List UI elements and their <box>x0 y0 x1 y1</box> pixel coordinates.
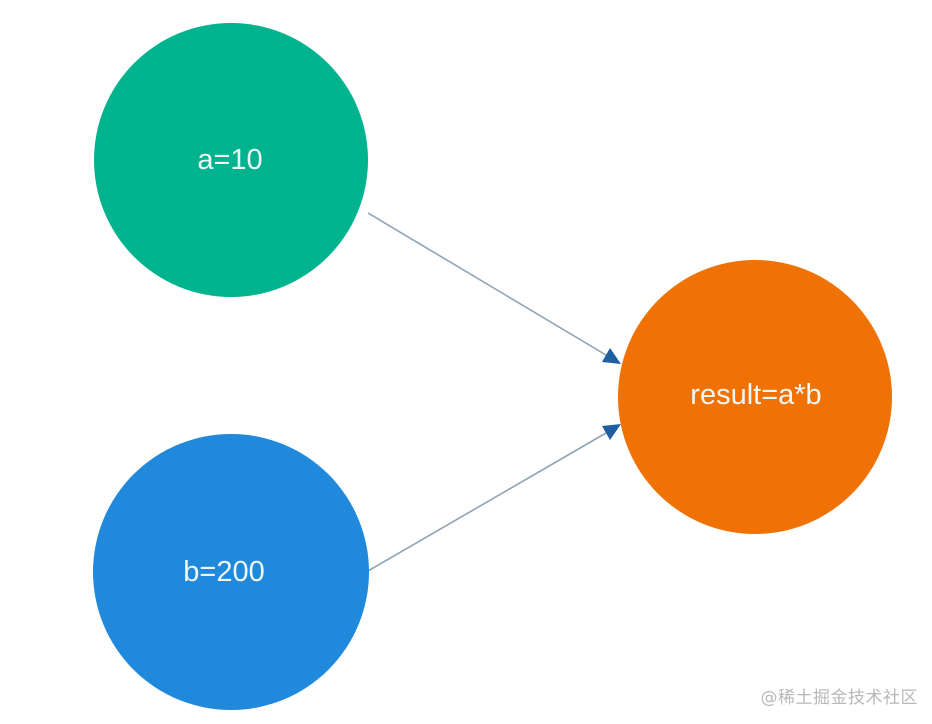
edge-line <box>367 432 607 572</box>
watermark: @稀土掘金技术社区 <box>760 688 918 708</box>
node-a-label: a=10 <box>197 144 262 176</box>
edges <box>367 212 621 572</box>
node-b-circle[interactable] <box>93 434 369 710</box>
arrowhead-icon <box>602 424 621 440</box>
edge-line <box>367 212 607 356</box>
node-a[interactable]: a=10 <box>94 23 368 297</box>
edge-a-to-result <box>367 212 621 364</box>
node-b-label: b=200 <box>183 556 264 588</box>
node-result[interactable]: result=a*b <box>618 260 892 534</box>
arrowhead-icon <box>602 348 621 364</box>
node-result-label: result=a*b <box>690 379 821 411</box>
node-b[interactable]: b=200 <box>93 434 369 710</box>
node-result-circle[interactable] <box>618 260 892 534</box>
node-a-circle[interactable] <box>94 23 368 297</box>
edge-b-to-result <box>367 424 621 572</box>
